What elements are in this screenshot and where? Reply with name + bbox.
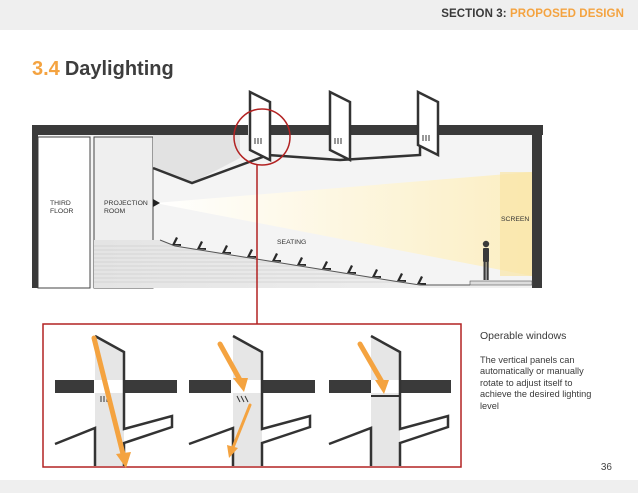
right-wall (532, 125, 542, 288)
left-wall (32, 125, 38, 288)
callout-circle (233, 108, 291, 166)
detail-window-open (54, 334, 177, 468)
page-number: 36 (600, 462, 612, 473)
roof-monitor-3 (416, 89, 440, 158)
label-screen: SCREEN (501, 216, 529, 223)
stepped-floor (94, 239, 533, 288)
detail-body: The vertical panels can automatically or… (480, 354, 592, 411)
ceiling-baffle (153, 135, 240, 183)
roof-monitor-2 (328, 89, 352, 163)
detail-description: Operable windows The vertical panels can… (480, 330, 605, 412)
label-third-floor-2: FLOOR (50, 208, 74, 215)
roof-monitor-1 (248, 89, 272, 163)
section-name: PROPOSED DESIGN (510, 8, 624, 20)
label-projection-room: PROJECTION (104, 200, 148, 207)
page-title-text: Daylighting (64, 58, 174, 80)
page-title-number: 3.4 (32, 58, 60, 80)
header-bar (0, 0, 638, 30)
label-seating: SEATING (277, 239, 306, 246)
detail-window-angled (188, 334, 315, 466)
footer-bar (0, 480, 638, 493)
person-figure (482, 240, 490, 280)
projection-beam (155, 172, 532, 276)
label-third-floor: THIRD (50, 200, 71, 207)
section-label: SECTION 3: (441, 8, 507, 20)
projector (153, 199, 160, 207)
third-floor-room (37, 136, 91, 289)
roof-slab (32, 125, 543, 135)
detail-window-closed (328, 334, 451, 466)
detail-heading: Operable windows (480, 330, 567, 342)
seats (172, 237, 426, 285)
section-title: SECTION 3: PROPOSED DESIGN (441, 8, 624, 20)
label-projection-room-2: ROOM (104, 208, 125, 215)
